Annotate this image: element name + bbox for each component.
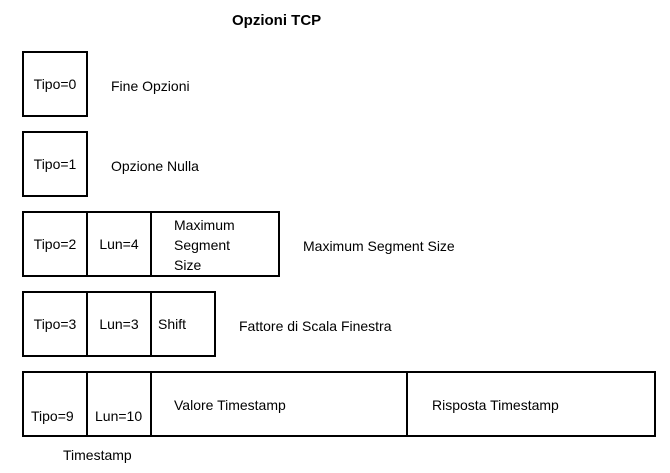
option-timestamp-type-label: Tipo=9 (31, 408, 74, 424)
option-wscale-type-cell: Tipo=3 (22, 291, 88, 357)
option-timestamp-type-cell: Tipo=9 (22, 371, 88, 437)
option-mss-field-line2: Segment (174, 237, 231, 253)
option-mss-description: Maximum Segment Size (303, 238, 455, 254)
option-mss-field-line1: Maximum (174, 217, 235, 233)
option-end-description: Fine Opzioni (111, 78, 190, 94)
option-end-type-cell: Tipo=0 (22, 51, 88, 117)
option-mss-length-cell: Lun=4 (86, 211, 152, 277)
option-nop-description: Opzione Nulla (111, 158, 199, 174)
option-timestamp-value-cell: Valore Timestamp (150, 371, 408, 437)
option-timestamp-description: Timestamp (63, 447, 132, 463)
option-nop-type-cell: Tipo=1 (22, 131, 88, 197)
diagram-title: Opzioni TCP (232, 12, 322, 29)
option-timestamp-reply-cell: Risposta Timestamp (406, 371, 656, 437)
option-wscale-field-cell: Shift (150, 291, 216, 357)
option-timestamp-length-label: Lun=10 (95, 408, 143, 424)
option-mss-type-cell: Tipo=2 (22, 211, 88, 277)
option-wscale-description: Fattore di Scala Finestra (239, 318, 392, 334)
option-mss-field-cell: Maximum Segment Size (150, 211, 280, 277)
option-mss-field-line3: Size (174, 257, 202, 273)
option-timestamp-length-cell: Lun=10 (86, 371, 152, 437)
option-wscale-length-cell: Lun=3 (86, 291, 152, 357)
